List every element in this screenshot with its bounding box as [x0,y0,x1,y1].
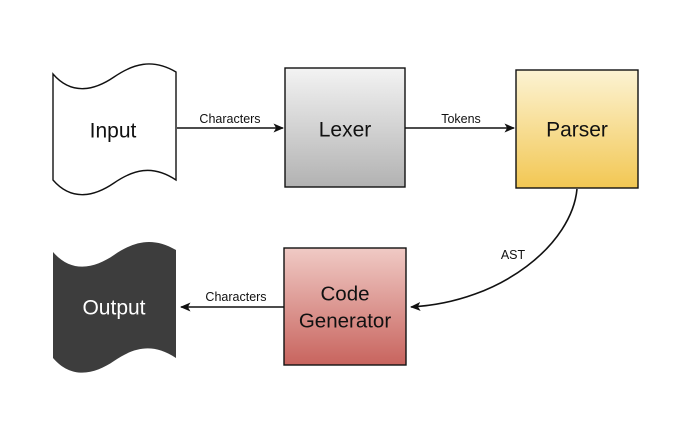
parser-to-code-generator-label: AST [501,248,526,262]
edge-code-generator-to-output: Characters [180,290,284,312]
code-generator-node-label-line2: Generator [299,310,391,333]
parser-box-shape [515,69,639,189]
output-node: Output [53,241,176,373]
code-generator-node-label-line1: Code [320,283,369,306]
input-node: Input [52,63,177,196]
output-tape-shape [53,241,176,373]
lexer-node-label: Lexer [319,119,372,142]
input-to-lexer-label: Characters [199,112,260,126]
code-generator-node: Code Generator [283,247,407,366]
edge-lexer-to-parser: Tokens [405,112,515,133]
code-generator-box-shape [283,247,407,366]
code-generator-to-output-label: Characters [205,290,266,304]
edge-input-to-lexer: Characters [177,112,284,133]
parser-to-code-generator-arrow [410,188,578,311]
parser-node-label: Parser [546,119,608,142]
parser-node: Parser [515,69,639,189]
lexer-node: Lexer [284,67,406,188]
input-tape-shape [52,63,177,196]
lexer-to-parser-label: Tokens [441,112,481,126]
output-node-label: Output [82,297,145,320]
edge-parser-to-code-generator: AST [410,188,578,311]
lexer-box-shape [284,67,406,188]
input-node-label: Input [90,120,137,143]
